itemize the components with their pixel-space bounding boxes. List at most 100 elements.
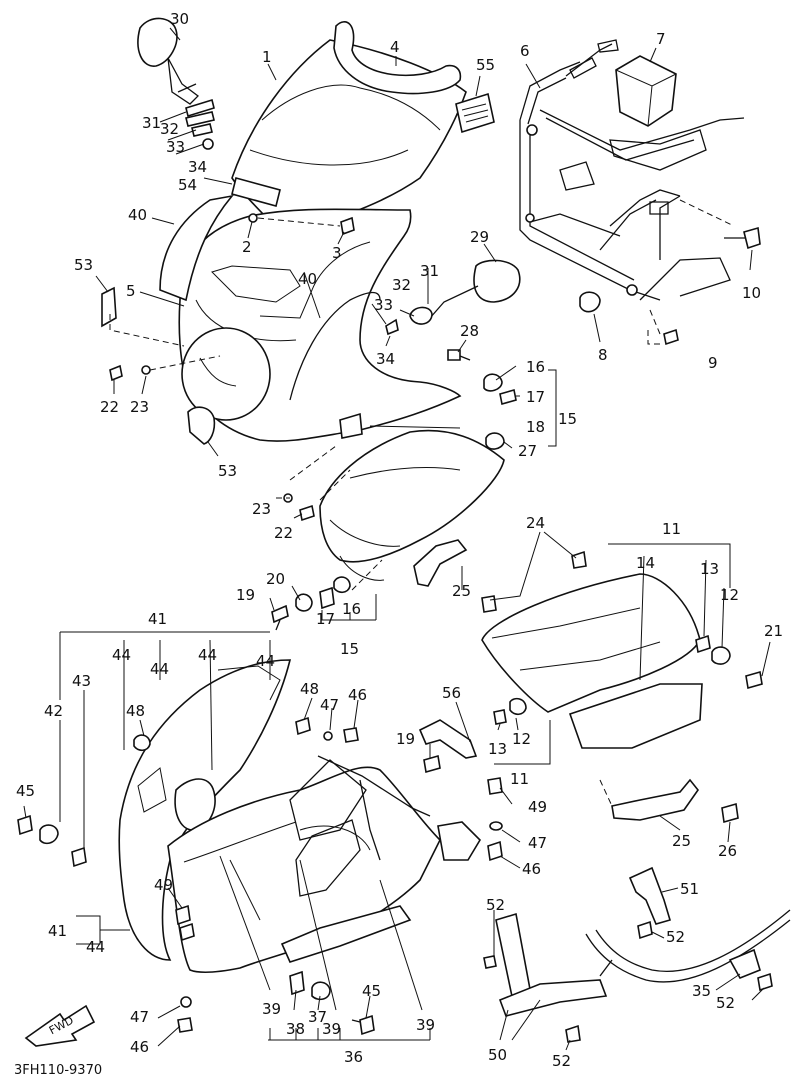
callout-8: 8 — [598, 346, 608, 364]
callout-35: 35 — [692, 982, 711, 1000]
callout-18: 18 — [526, 418, 545, 436]
callout-40a: 40 — [128, 206, 147, 224]
frame-tube-part — [585, 909, 791, 992]
callout-1: 1 — [262, 48, 272, 66]
callout-6: 6 — [520, 42, 530, 60]
callout-16b: 16 — [342, 600, 361, 618]
callout-7: 7 — [656, 30, 666, 48]
callout-24: 24 — [526, 514, 545, 532]
callout-21: 21 — [764, 622, 783, 640]
callout-32a: 32 — [160, 120, 179, 138]
mirror-right-part — [385, 259, 521, 336]
callout-3: 3 — [332, 244, 342, 262]
callout-47c: 47 — [130, 1008, 149, 1026]
callout-55: 55 — [476, 56, 495, 74]
callout-53b: 53 — [218, 462, 237, 480]
callout-15a: 15 — [558, 410, 577, 428]
callout-49a: 49 — [528, 798, 547, 816]
lower-cowl-center-part — [167, 755, 482, 973]
callout-41b: 41 — [48, 922, 67, 940]
callout-25a: 25 — [452, 582, 471, 600]
callout-42: 42 — [44, 702, 63, 720]
bracket-50-part — [483, 912, 608, 1043]
callout-10: 10 — [742, 284, 761, 302]
callout-51: 51 — [680, 880, 699, 898]
caution-label-part — [455, 92, 495, 134]
callout-44b: 44 — [150, 660, 169, 678]
callout-47b: 47 — [528, 834, 547, 852]
callout-17a: 17 — [526, 388, 545, 406]
callout-12b: 12 — [512, 730, 531, 748]
fwd-arrow-icon: FWD — [24, 1004, 96, 1047]
callout-23a: 23 — [130, 398, 149, 416]
callout-22a: 22 — [100, 398, 119, 416]
callout-25b: 25 — [672, 832, 691, 850]
callout-11a: 11 — [662, 520, 681, 538]
callout-46b: 46 — [522, 860, 541, 878]
fastener-screws — [109, 213, 761, 522]
callout-48b: 48 — [300, 680, 319, 698]
bracket-25-upper-part — [413, 539, 468, 587]
callout-4: 4 — [390, 38, 400, 56]
mirror-left-part — [137, 17, 215, 150]
callout-22b: 22 — [274, 524, 293, 542]
callout-39c: 39 — [416, 1016, 435, 1034]
callout-11b: 11 — [510, 770, 529, 788]
callout-38: 38 — [286, 1020, 305, 1038]
callout-37: 37 — [308, 1008, 327, 1026]
callout-31a: 31 — [142, 114, 161, 132]
side-panel-center-part — [289, 291, 381, 401]
callout-52c: 52 — [716, 994, 735, 1012]
callout-31b: 31 — [420, 262, 439, 280]
grommets-16-17-20 — [271, 576, 351, 631]
callout-54: 54 — [178, 176, 197, 194]
callout-19a: 19 — [236, 586, 255, 604]
callout-2: 2 — [242, 238, 252, 256]
callout-9: 9 — [708, 354, 718, 372]
callout-32b: 32 — [392, 276, 411, 294]
side-panel-left-part — [159, 194, 235, 302]
callout-44a: 44 — [112, 646, 131, 664]
lower-hardware-36-39 — [289, 970, 375, 1036]
fairing-stay-part — [519, 39, 745, 301]
callout-13a: 13 — [700, 560, 719, 578]
callout-44d: 44 — [256, 652, 275, 670]
callout-39b: 39 — [322, 1020, 341, 1038]
lower-cowl-yamaha-decal — [280, 905, 412, 963]
callout-46a: 46 — [348, 686, 367, 704]
callout-52b: 52 — [666, 928, 685, 946]
callout-44c: 44 — [198, 646, 217, 664]
upper-cowl-part — [178, 208, 462, 442]
callout-34a: 34 — [188, 158, 207, 176]
callout-45a: 45 — [16, 782, 35, 800]
callout-48a: 48 — [126, 702, 145, 720]
callout-34b: 34 — [376, 350, 395, 368]
bracket-51-part — [628, 866, 671, 940]
leader-lines — [23, 27, 771, 1051]
bracket-25-lower-part — [487, 777, 739, 862]
callout-29: 29 — [470, 228, 489, 246]
callout-14: 14 — [636, 554, 655, 572]
callout-15b: 15 — [340, 640, 359, 658]
callout-44e: 44 — [86, 938, 105, 956]
callout-56: 56 — [442, 684, 461, 702]
callout-50: 50 — [488, 1046, 507, 1064]
relay-unit-part — [615, 55, 677, 127]
cover-53-lower-part — [187, 406, 216, 445]
callout-33b: 33 — [374, 296, 393, 314]
callout-28: 28 — [460, 322, 479, 340]
callout-52a: 52 — [486, 896, 505, 914]
drawing-code: 3FH110-9370 — [14, 1063, 102, 1078]
side-cowl-fzr-decal — [568, 683, 703, 749]
callout-41a: 41 — [148, 610, 167, 628]
windscreen-trim-part — [333, 21, 462, 95]
bracket-56-part — [418, 719, 478, 774]
callout-23b: 23 — [252, 500, 271, 518]
callout-19b: 19 — [396, 730, 415, 748]
callout-13b: 13 — [488, 740, 507, 758]
callout-40b: 40 — [298, 270, 317, 288]
callout-53a: 53 — [74, 256, 93, 274]
callout-47a: 47 — [320, 696, 339, 714]
